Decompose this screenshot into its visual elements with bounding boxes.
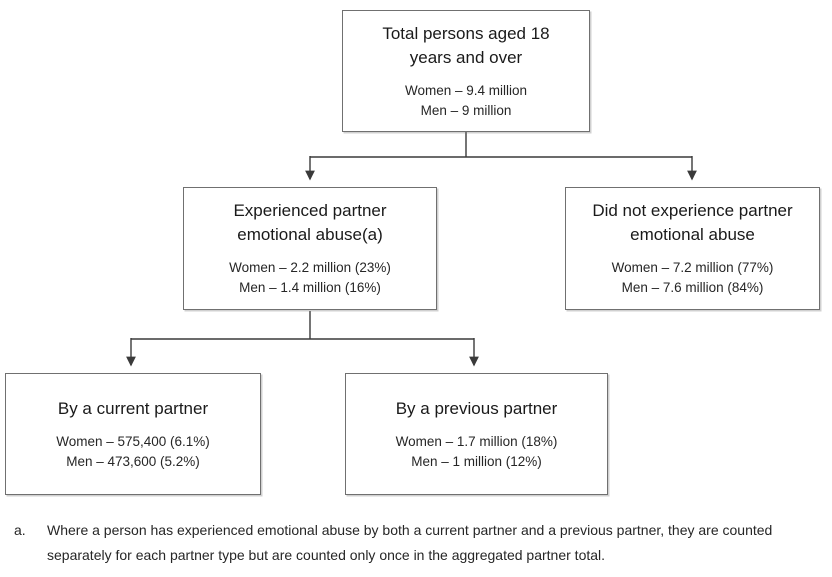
stat-men: Men – 1.4 million (16%): [239, 280, 381, 295]
stat-women: Women – 1.7 million (18%): [395, 433, 558, 449]
node-no-abuse: Did not experience partner emotional abu…: [565, 187, 820, 310]
footnote-text: Where a person has experienced emotional…: [47, 522, 773, 563]
footnote: a. Where a person has experienced emotio…: [14, 518, 818, 568]
node-title: Experienced partner emotional abuse(a): [233, 201, 387, 244]
node-current-partner: By a current partner Women – 575,400 (6.…: [5, 373, 261, 495]
stat-women: Women – 575,400 (6.1%): [56, 433, 210, 449]
node-previous-partner: By a previous partner Women – 1.7 millio…: [345, 373, 608, 495]
node-experienced-abuse: Experienced partner emotional abuse(a) W…: [183, 187, 437, 310]
stat-women: Women – 2.2 million (23%): [229, 260, 391, 275]
stat-women: Women – 7.2 million (77%): [611, 260, 774, 275]
node-stats: Women – 575,400 (6.1%) Men – 473,600 (5.…: [56, 432, 210, 472]
node-total-persons: Total persons aged 18 years and over Wom…: [342, 10, 590, 132]
stat-men: Men – 9 million: [420, 102, 512, 118]
node-title: Total persons aged 18 years and over: [382, 23, 550, 67]
stat-men: Men – 1 million (12%): [411, 453, 542, 469]
node-stats: Women – 7.2 million (77%) Men – 7.6 mill…: [612, 258, 774, 298]
node-title: By a current partner: [57, 398, 209, 418]
footnote-marker: a.: [14, 522, 26, 538]
stat-men: Men – 7.6 million (84%): [621, 280, 764, 295]
node-stats: Women – 1.7 million (18%) Men – 1 millio…: [396, 432, 558, 472]
connector-level1-trunk: [310, 132, 692, 158]
stat-men: Men – 473,600 (5.2%): [66, 453, 200, 469]
node-title: Did not experience partner emotional abu…: [592, 201, 793, 244]
stat-women: Women – 9.4 million: [404, 82, 528, 98]
node-title: By a previous partner: [395, 398, 558, 418]
connector-level2-trunk: [131, 311, 474, 340]
node-stats: Women – 2.2 million (23%) Men – 1.4 mill…: [229, 258, 391, 298]
node-stats: Women – 9.4 million Men – 9 million: [405, 81, 527, 121]
